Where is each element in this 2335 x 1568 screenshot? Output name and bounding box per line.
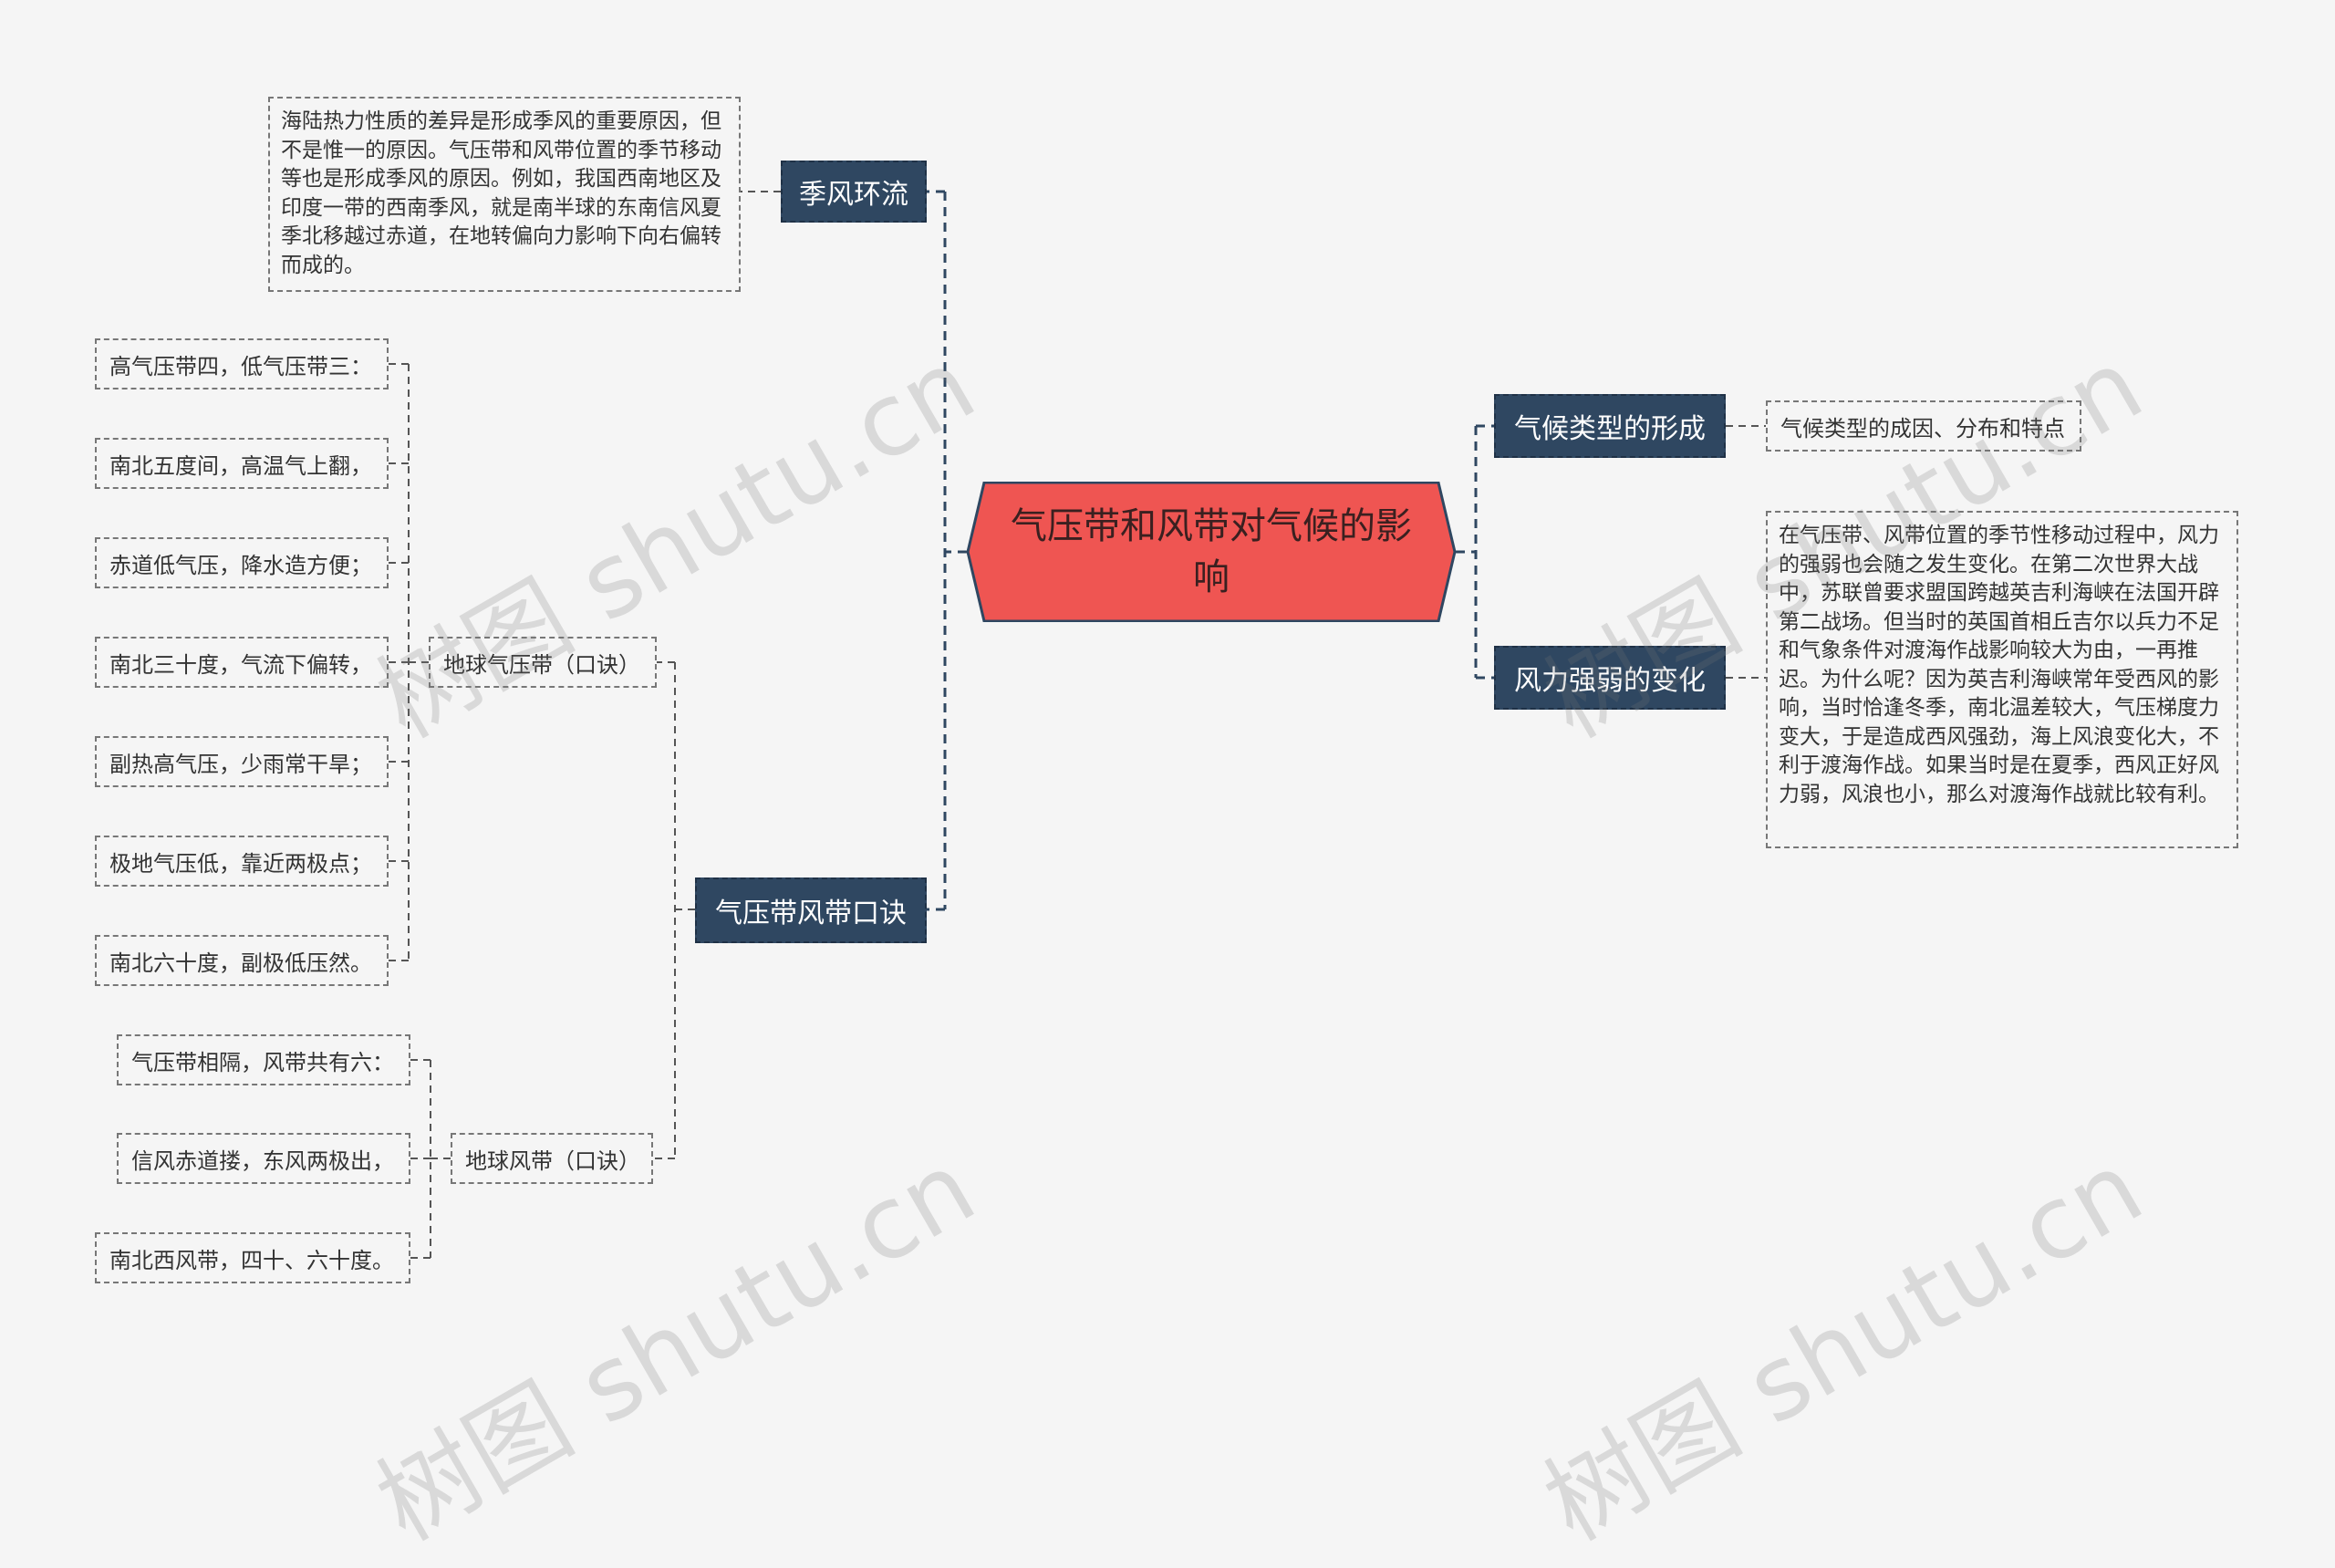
wind-line-1-text: 气压带相隔，风带共有六：	[131, 1049, 394, 1075]
subbranch-pressure-belts-label: 地球气压带（口诀）	[443, 651, 640, 678]
climate-types-detail-text: 气候类型的成因、分布和特点	[1780, 415, 2065, 441]
branch-climate-types[interactable]: 气候类型的形成	[1494, 394, 1726, 458]
wind-line-2-text: 信风赤道搂，东风两极出，	[131, 1147, 394, 1174]
pressure-line-2[interactable]: 南北五度间，高温气上翻，	[95, 438, 389, 489]
wind-line-2[interactable]: 信风赤道搂，东风两极出，	[117, 1133, 410, 1184]
pressure-line-7-text: 南北六十度，副极低压然。	[109, 950, 372, 976]
pressure-line-7[interactable]: 南北六十度，副极低压然。	[95, 935, 389, 986]
wind-line-3-text: 南北西风带，四十、六十度。	[109, 1247, 394, 1273]
pressure-line-1-text: 高气压带四，低气压带三：	[109, 353, 372, 379]
subbranch-wind-belts[interactable]: 地球风带（口诀）	[451, 1133, 653, 1184]
wind-strength-detail[interactable]: 在气压带、风带位置的季节性移动过程中，风力的强弱也会随之发生变化。在第二次世界大…	[1766, 511, 2238, 848]
central-topic-label: 气压带和风带对气候的影响	[1011, 505, 1412, 598]
branch-climate-types-label: 气候类型的形成	[1514, 413, 1706, 445]
central-topic[interactable]: 气压带和风带对气候的影响	[967, 482, 1456, 622]
pressure-line-5-text: 副热高气压，少雨常干旱；	[109, 751, 372, 777]
pressure-line-6-text: 极地气压低，靠近两极点；	[109, 850, 372, 877]
branch-monsoon-label: 季风环流	[799, 179, 908, 211]
connector-lines	[389, 190, 1766, 1259]
pressure-line-6[interactable]: 极地气压低，靠近两极点；	[95, 836, 389, 887]
pressure-line-4[interactable]: 南北三十度，气流下偏转，	[95, 637, 389, 688]
pressure-line-3-text: 赤道低气压，降水造方便；	[109, 552, 372, 578]
wind-strength-detail-text: 在气压带、风带位置的季节性移动过程中，风力的强弱也会随之发生变化。在第二次世界大…	[1779, 524, 2219, 806]
branch-mnemonic[interactable]: 气压带风带口诀	[695, 877, 927, 943]
central-topic-border	[967, 482, 1456, 622]
branch-monsoon[interactable]: 季风环流	[781, 161, 927, 223]
climate-types-detail[interactable]: 气候类型的成因、分布和特点	[1766, 400, 2081, 452]
monsoon-detail-text: 海陆热力性质的差异是形成季风的重要原因，但不是惟一的原因。气压带和风带位置的季节…	[281, 109, 721, 277]
pressure-line-4-text: 南北三十度，气流下偏转，	[109, 651, 372, 678]
subbranch-pressure-belts[interactable]: 地球气压带（口诀）	[429, 637, 657, 688]
wind-line-1[interactable]: 气压带相隔，风带共有六：	[117, 1034, 410, 1085]
branch-mnemonic-label: 气压带风带口诀	[715, 898, 907, 929]
mind-map-canvas: 气压带和风带对气候的影响 季风环流 海陆热力性质的差异是形成季风的重要原因，但不…	[95, 97, 2238, 1563]
branch-wind-strength[interactable]: 风力强弱的变化	[1494, 646, 1726, 710]
subbranch-wind-belts-label: 地球风带（口诀）	[465, 1147, 640, 1174]
pressure-line-5[interactable]: 副热高气压，少雨常干旱；	[95, 736, 389, 787]
pressure-line-3[interactable]: 赤道低气压，降水造方便；	[95, 537, 389, 588]
pressure-line-2-text: 南北五度间，高温气上翻，	[109, 452, 372, 479]
monsoon-detail[interactable]: 海陆热力性质的差异是形成季风的重要原因，但不是惟一的原因。气压带和风带位置的季节…	[268, 97, 741, 292]
wind-line-3[interactable]: 南北西风带，四十、六十度。	[95, 1232, 410, 1283]
pressure-line-1[interactable]: 高气压带四，低气压带三：	[95, 338, 389, 389]
branch-wind-strength-label: 风力强弱的变化	[1514, 665, 1706, 697]
